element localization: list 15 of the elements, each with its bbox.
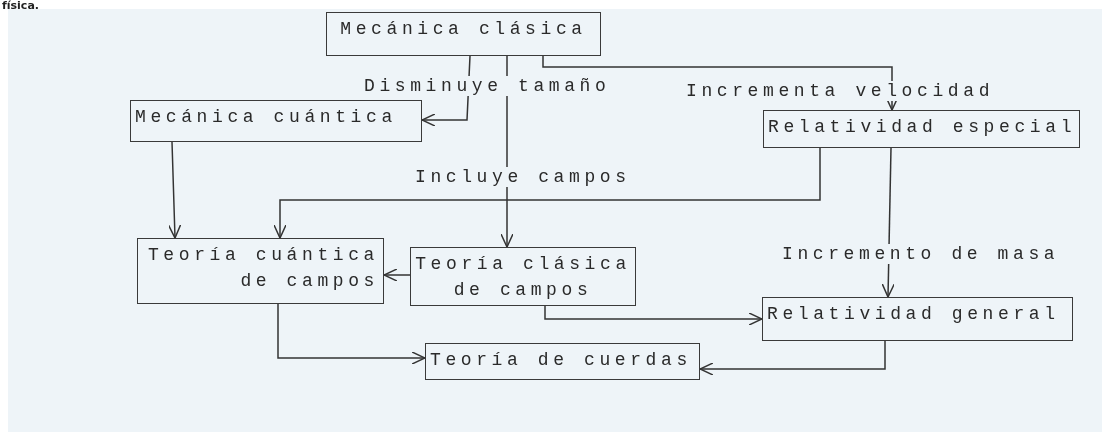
arrow <box>383 268 411 282</box>
concept-box: Relatividad general <box>762 297 1073 341</box>
arrow <box>542 55 899 111</box>
arrow <box>273 147 821 239</box>
concept-box: Mecánica cuántica <box>130 100 422 142</box>
concept-box: Teoría de cuerdas <box>425 343 700 380</box>
arrow <box>167 141 182 239</box>
concept-box: Teoría clásica de campos <box>410 247 636 306</box>
arrow <box>277 303 426 365</box>
arrow <box>699 340 886 376</box>
concept-box: Mecánica clásica <box>326 12 601 56</box>
text-fragment: física. <box>2 0 39 12</box>
arrow <box>544 305 763 326</box>
concept-box: Teoría cuántica de campos <box>137 238 384 304</box>
concept-box: Relatividad especial <box>763 110 1080 148</box>
